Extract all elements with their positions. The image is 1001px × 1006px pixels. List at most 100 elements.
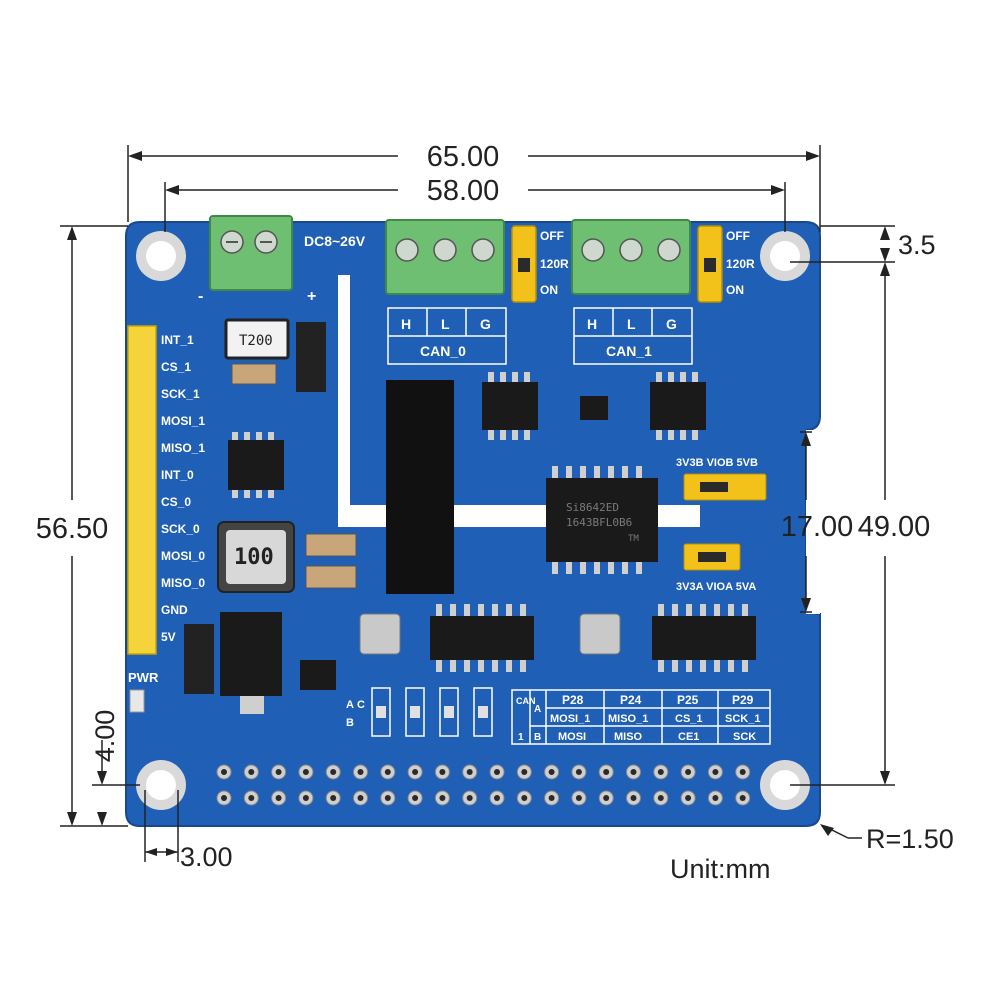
table-row-b: B xyxy=(534,732,541,743)
dim-notch-height: 17.00 xyxy=(781,511,854,543)
dim-corner-radius: R=1.50 xyxy=(866,824,954,854)
gpio-pin-hole xyxy=(548,795,555,801)
gpio-pin-hole xyxy=(248,769,255,775)
header-label-mosi1: MOSI_1 xyxy=(161,414,205,428)
selector-pads xyxy=(371,687,493,737)
power-terminal xyxy=(209,215,293,291)
dim-width-inner: 58.00 xyxy=(427,175,500,207)
can1-termination-jumper xyxy=(697,225,723,303)
can1-jumper-120r: 120R xyxy=(726,257,755,271)
can1-pin-h: H xyxy=(587,316,597,332)
pwr-label: PWR xyxy=(128,670,159,685)
gpio-pin-hole xyxy=(575,795,582,801)
board-notch xyxy=(806,430,820,614)
pwr-led xyxy=(129,689,145,713)
gpio-pin-hole xyxy=(384,769,391,775)
capacitor-3 xyxy=(305,565,357,589)
capacitor-1 xyxy=(231,363,277,385)
crystal-1 xyxy=(359,613,401,655)
gpio-pin-hole xyxy=(685,795,692,801)
can1-pin-g: G xyxy=(666,316,677,332)
transceiver-2 xyxy=(652,604,756,672)
table-r2-c2: MISO xyxy=(614,731,643,743)
can-controller-2 xyxy=(650,372,706,440)
isolator-line3: TM xyxy=(628,534,639,544)
mounting-hole-tl xyxy=(136,231,186,281)
gpio-pin-hole xyxy=(412,795,419,801)
can1-pin-l: L xyxy=(627,316,636,332)
gpio-pin-hole xyxy=(521,769,528,775)
table-header-p28: P28 xyxy=(562,693,584,707)
unit-label: Unit:mm xyxy=(670,854,771,884)
inductor-100: 100 xyxy=(217,521,295,593)
selector-label-c: C xyxy=(357,699,365,711)
gpio-pin-hole xyxy=(657,795,664,801)
gpio-pin-hole xyxy=(685,769,692,775)
gpio-pin-hole xyxy=(466,795,473,801)
gpio-pin-hole xyxy=(221,769,227,775)
dimension-lines xyxy=(60,145,895,862)
can-mapping-table: CAN 1 A B P28 P24 P25 P29 MOSI_1 MISO_1 … xyxy=(511,689,771,745)
can0-jumper-on: ON xyxy=(540,283,558,297)
diode-bottom xyxy=(184,624,214,694)
vio-a-jumper xyxy=(683,543,741,571)
gpio-pin-hole xyxy=(412,769,419,775)
power-minus-label: - xyxy=(198,288,203,305)
dim-left-offset: 3.00 xyxy=(180,842,233,872)
gpio-pin-hole xyxy=(657,769,664,775)
header-label-sck0: SCK_0 xyxy=(161,522,200,536)
table-r1-c3: CS_1 xyxy=(675,713,703,725)
can1-label: CAN_1 xyxy=(606,343,652,359)
gpio-pin-hole xyxy=(357,769,364,775)
header-label-int1: INT_1 xyxy=(161,333,194,347)
can0-pin-g: G xyxy=(480,316,491,332)
table-header-p24: P24 xyxy=(620,693,642,707)
selector-label-a: A xyxy=(346,699,354,711)
header-label-miso1: MISO_1 xyxy=(161,441,205,455)
table-r2-c3: CE1 xyxy=(678,731,699,743)
dim-bottom-offset: 4.00 xyxy=(90,710,120,763)
gpio-header xyxy=(216,764,751,806)
header-label-5v: 5V xyxy=(161,630,176,644)
table-side-can: CAN xyxy=(516,696,536,706)
crystal-2 xyxy=(579,613,621,655)
gpio-pin-hole xyxy=(630,769,637,775)
table-header-p29: P29 xyxy=(732,693,754,707)
table-r1-c2: MISO_1 xyxy=(608,713,648,725)
gpio-pin-hole xyxy=(221,795,227,801)
small-ic xyxy=(300,660,336,690)
gpio-pin-hole xyxy=(275,769,282,775)
dim-top-offset: 3.5 xyxy=(898,230,936,260)
gpio-pin-hole xyxy=(466,769,473,775)
gpio-pin-hole xyxy=(439,795,446,801)
dim-height-holes: 49.00 xyxy=(858,511,931,543)
gpio-pin-hole xyxy=(603,795,610,801)
gpio-pin-hole xyxy=(494,769,500,775)
table-header-p25: P25 xyxy=(677,693,699,707)
vio-b-jumper xyxy=(683,473,767,501)
gpio-pin-hole xyxy=(439,769,446,775)
isolator-chip: Si8642ED 1643BFL0B6 TM xyxy=(546,466,658,574)
gpio-pin-hole xyxy=(712,769,719,775)
can1-jumper-on: ON xyxy=(726,283,744,297)
header-labels: INT_1 CS_1 SCK_1 MOSI_1 MISO_1 INT_0 CS_… xyxy=(161,333,205,644)
gpio-pin-hole xyxy=(384,795,391,801)
can-controller-1 xyxy=(482,372,538,440)
gpio-pin-hole xyxy=(575,769,582,775)
inductor-label: 100 xyxy=(234,545,274,570)
gpio-pin-hole xyxy=(302,769,309,775)
can0-jumper-120r: 120R xyxy=(540,257,569,271)
t200-label: T200 xyxy=(239,333,273,349)
isolated-power-module xyxy=(386,380,454,594)
header-label-gnd: GND xyxy=(161,603,188,617)
can0-jumper-off: OFF xyxy=(540,229,564,243)
t200-component: T200 xyxy=(224,318,290,360)
can1-terminal xyxy=(571,219,691,295)
header-label-miso0: MISO_0 xyxy=(161,576,205,590)
gpio-pin-hole xyxy=(739,769,746,775)
mounting-hole-bl xyxy=(136,760,186,810)
gpio-pin-hole xyxy=(494,795,500,801)
table-r1-c1: MOSI_1 xyxy=(550,713,590,725)
mounting-hole-tr xyxy=(760,231,810,281)
